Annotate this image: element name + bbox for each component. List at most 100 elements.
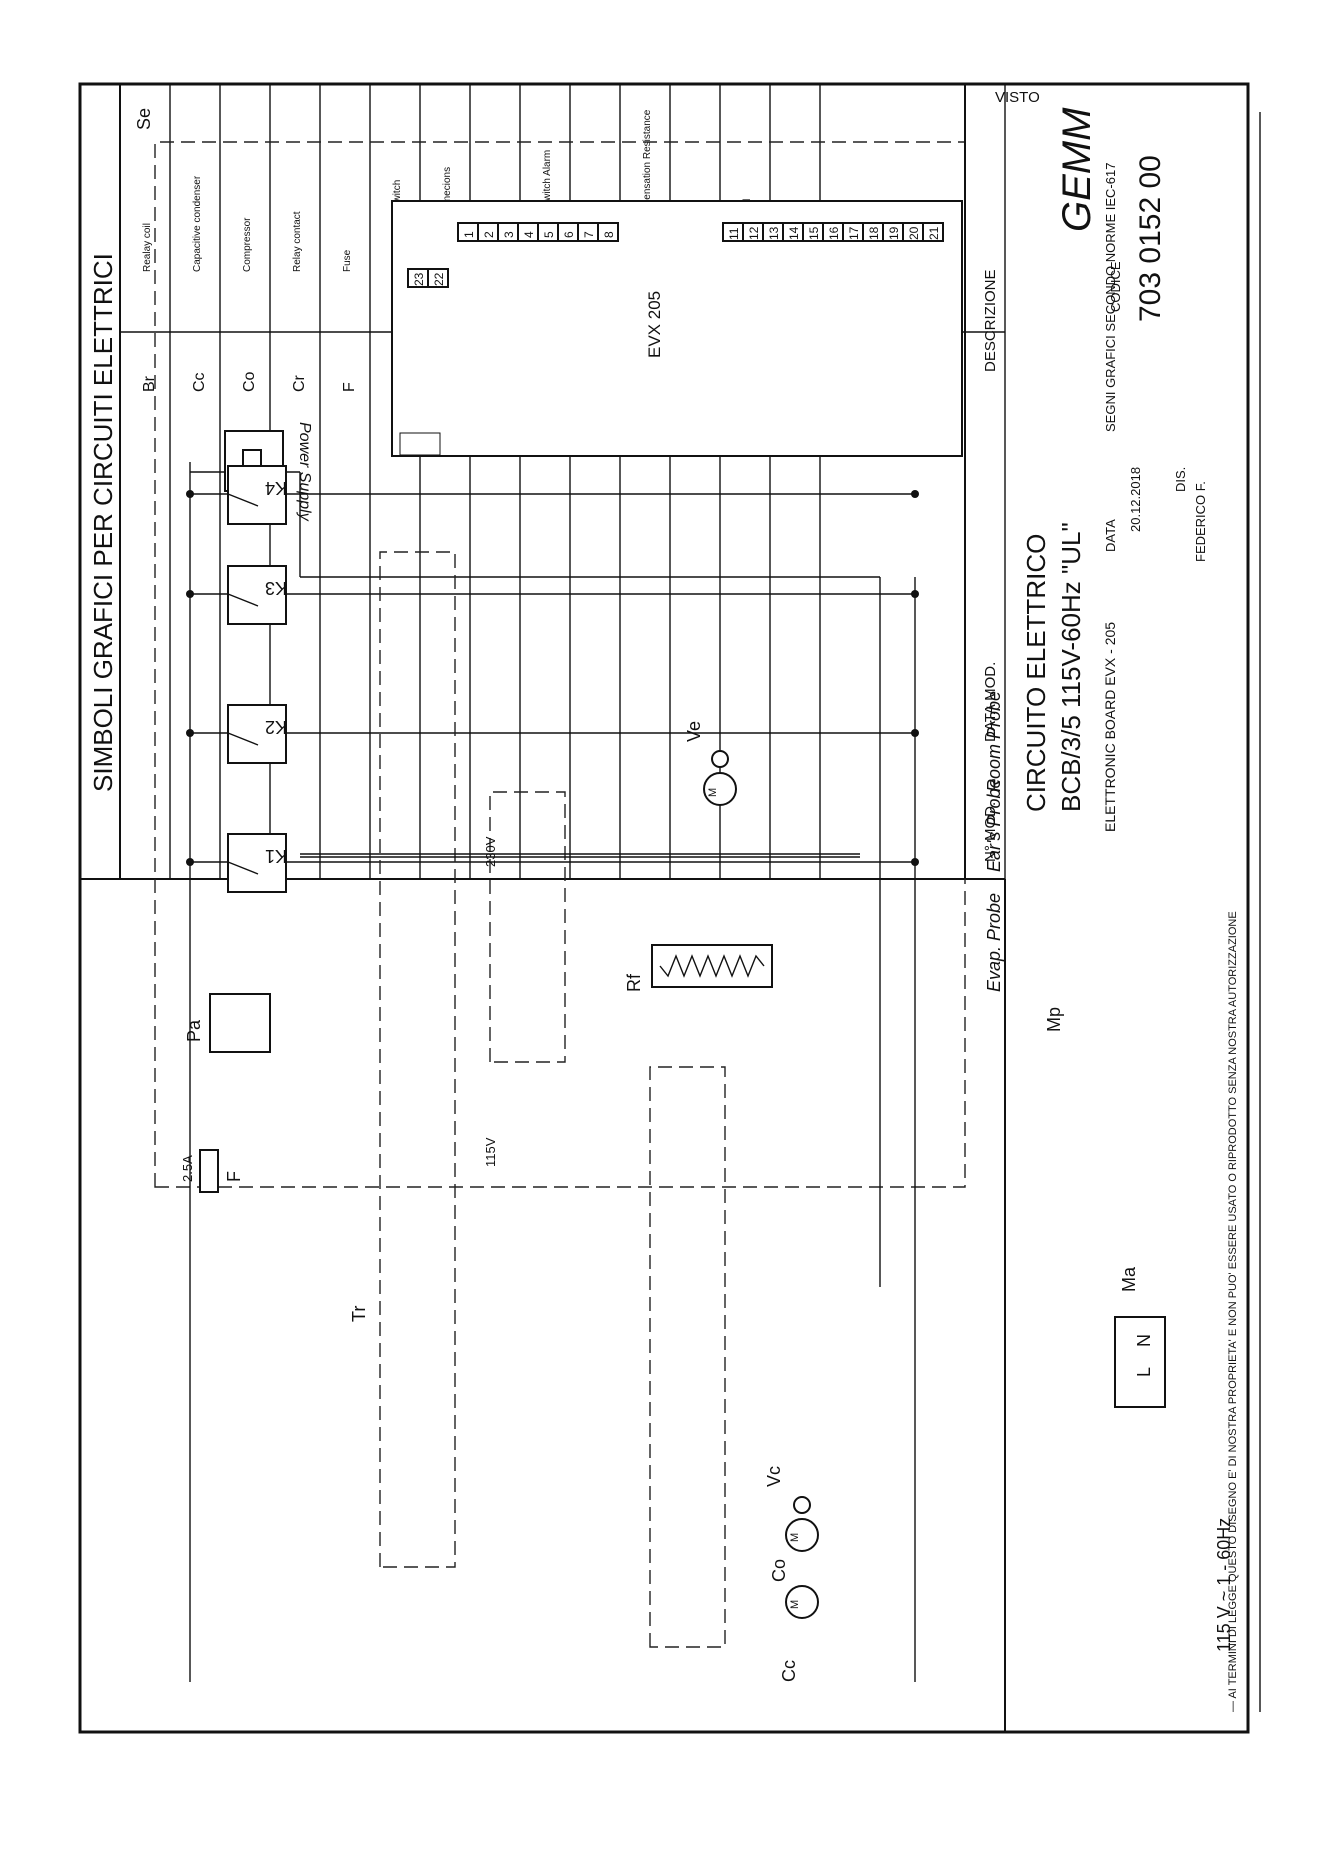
svg-text:Ve: Ve (684, 721, 704, 742)
svg-text:Pa: Pa (184, 1019, 204, 1042)
terminal-12: 12 (747, 226, 761, 240)
rf-resistor: Rf (624, 944, 773, 992)
relay-box (227, 465, 287, 525)
svg-text:703 0152 00: 703 0152 00 (1134, 155, 1167, 322)
rung-node (911, 490, 919, 498)
title-block: VISTO DESCRIZIONE DATA MOD. N° MOD. CIRC… (964, 84, 1239, 1732)
terminal-2: 2 (482, 231, 496, 238)
terminal-15: 15 (807, 226, 821, 240)
re1-group (649, 1066, 726, 1648)
legend-desc-10: Faced Anti-condensation Resistance (642, 109, 653, 272)
svg-text:N: N (1134, 1334, 1154, 1347)
svg-text:ELETTRONIC BOARD EVX - 205: ELETTRONIC BOARD EVX - 205 (1102, 622, 1118, 832)
rung-node (911, 858, 919, 866)
transformer: Tr 230V 115V (300, 836, 860, 1322)
svg-text:2.5A: 2.5A (180, 1155, 195, 1182)
terminal-20: 20 (907, 226, 921, 240)
terminal-3: 3 (502, 231, 516, 238)
terminal-23: 23 (412, 272, 426, 286)
svg-text:CIRCUITO ELETTRICO: CIRCUITO ELETTRICO (1021, 534, 1051, 812)
co-compressor: M Co Cc (769, 1559, 819, 1682)
vc-fan: M Vc (764, 1466, 819, 1552)
door-switch-area: Mp Evap. Probe Ear's Probe Room Probe (984, 691, 1064, 1032)
terminal-13: 13 (767, 226, 781, 240)
legend-code-0: Br (141, 375, 158, 392)
svg-text:DATA: DATA (1103, 519, 1118, 552)
svg-text:Mp: Mp (1044, 1007, 1064, 1032)
legend-code-4: F (341, 382, 358, 392)
relay-contact (227, 861, 259, 875)
evx-label: EVX 205 (645, 291, 664, 358)
terminal-5: 5 (542, 231, 556, 238)
pa-switch: Pa (184, 993, 271, 1053)
terminal-16: 16 (827, 226, 841, 240)
svg-text:FEDERICO F.: FEDERICO F. (1193, 481, 1208, 562)
svg-text:115V: 115V (483, 1137, 498, 1167)
terminal-box (922, 222, 944, 242)
ve-fan: M Ve (684, 721, 737, 806)
svg-text:M: M (789, 1600, 801, 1609)
terminal-6: 6 (562, 231, 576, 238)
terminal-box (597, 222, 619, 242)
svg-text:BCB/3/5 115V-60Hz "UL": BCB/3/5 115V-60Hz "UL" (1056, 522, 1086, 812)
svg-text:M: M (789, 1533, 801, 1542)
terminal-19: 19 (887, 226, 901, 240)
relay-box (227, 833, 287, 893)
svg-text:Cc: Cc (779, 1660, 799, 1682)
board-label: Se (134, 108, 154, 130)
svg-text:DIS.: DIS. (1173, 467, 1188, 492)
legend-desc-2: Compressor (242, 217, 253, 272)
relay-K2: K2 (265, 717, 287, 737)
svg-text:L: L (1134, 1367, 1154, 1377)
relay-box (227, 704, 287, 764)
svg-text:GEMM: GEMM (1055, 107, 1099, 232)
legend-code-2: Co (241, 371, 258, 392)
legend-desc-3: Relay contact (292, 211, 303, 272)
terminal-1: 1 (462, 231, 476, 238)
re3-group (489, 791, 566, 1063)
svg-text:DESCRIZIONE: DESCRIZIONE (982, 269, 999, 372)
relay-K1: K1 (265, 846, 287, 866)
terminal-18: 18 (867, 226, 881, 240)
relay-K4: K4 (265, 478, 287, 498)
rung-node (186, 590, 194, 598)
terminal-box (427, 268, 449, 288)
rung-node (186, 729, 194, 737)
terminal-11: 11 (727, 227, 741, 240)
svg-text:Tr: Tr (349, 1306, 369, 1322)
svg-text:Ear's Probe: Ear's Probe (984, 779, 1004, 872)
legend-desc-0: Realay coil (142, 223, 153, 272)
fuse: F 2.5A (180, 1149, 244, 1193)
terminal-21: 21 (927, 226, 941, 240)
rung-node (186, 490, 194, 498)
svg-text:SEGNI GRAFICI SECONDO NORME IE: SEGNI GRAFICI SECONDO NORME IEC-617 (1103, 163, 1118, 432)
re2-group (379, 551, 456, 1568)
svg-text:— AI TERMINI DI LEGGE QUESTO D: — AI TERMINI DI LEGGE QUESTO DISEGNO E' … (1227, 911, 1239, 1712)
sheet-title: SIMBOLI GRAFICI PER CIRCUITI ELETTRICI (88, 253, 118, 792)
svg-text:Vc: Vc (764, 1466, 784, 1487)
sheet-frame (78, 82, 1250, 1734)
relay-contact (227, 493, 259, 507)
svg-text:DATA MOD.: DATA MOD. (982, 662, 999, 742)
relay-contact (227, 732, 259, 746)
svg-text:N° MOD.: N° MOD. (982, 802, 999, 862)
terminal-17: 17 (847, 226, 861, 240)
legend-desc-4: Fuse (342, 249, 353, 272)
svg-text:Evap. Probe: Evap. Probe (984, 893, 1004, 992)
relay-contact (227, 593, 259, 607)
rung-node (911, 590, 919, 598)
svg-text:F: F (224, 1171, 244, 1182)
supply-clamp: L N Ma 115 V ~ 1 - 60Hz (1114, 1266, 1234, 1652)
legend-desc-1: Capacitive condenser (192, 175, 203, 272)
svg-text:Co: Co (769, 1559, 789, 1582)
terminal-22: 22 (432, 272, 446, 286)
terminal-7: 7 (582, 231, 596, 238)
svg-text:230V: 230V (483, 836, 498, 867)
svg-text:M: M (707, 788, 719, 797)
svg-text:Ma: Ma (1119, 1266, 1139, 1292)
svg-text:20.12.2018: 20.12.2018 (1128, 467, 1143, 532)
svg-text:Rf: Rf (624, 973, 644, 992)
